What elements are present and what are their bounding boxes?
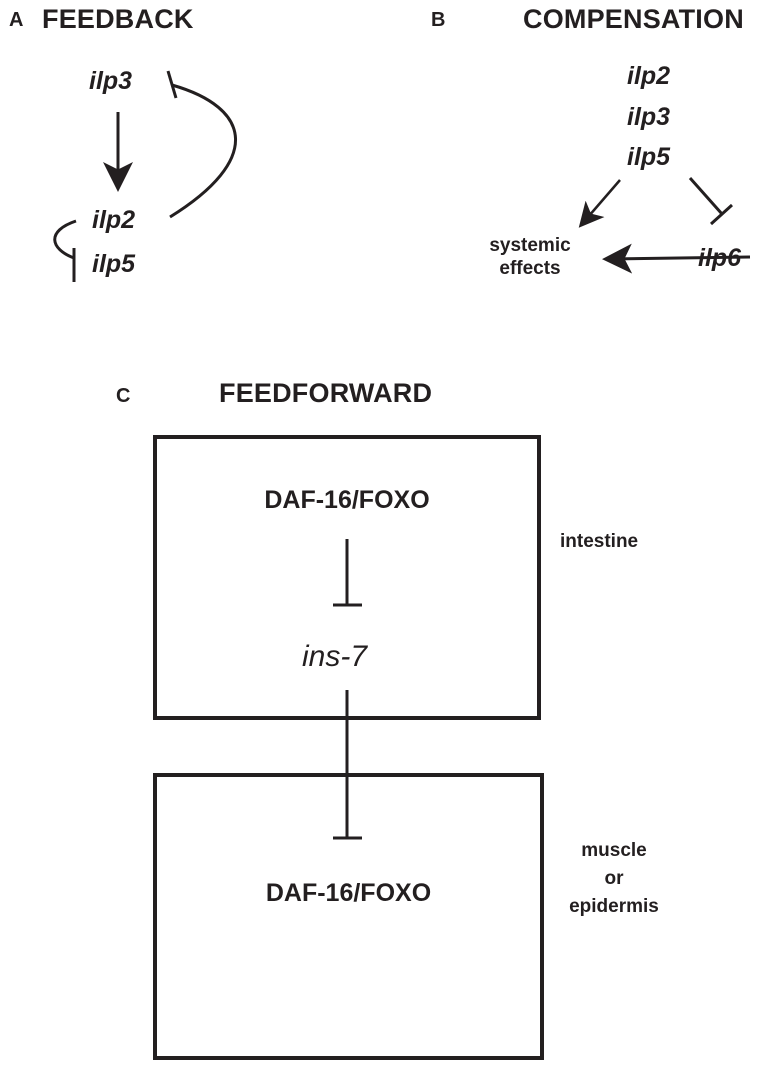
gene-ilp2: ilp2 (627, 62, 671, 90)
arrow-ilp6-to-systemic-effects (602, 243, 751, 274)
tissue-muscle-or-epidermis: muscle or epidermis (566, 841, 662, 916)
gene-ilp3: ilp3 (627, 103, 671, 131)
inhibition-ilp2-to-ilp3 (169, 83, 237, 219)
daf16-foxo-intestine: DAF-16/FOXO (264, 486, 430, 514)
tissue-intestine: intestine (560, 531, 639, 552)
gene-ilp3: ilp3 (89, 67, 133, 95)
inhibition-bar-ilp3 (166, 70, 178, 99)
inhibition-bar-ilp6 (709, 203, 734, 226)
tissue-or: or (604, 868, 624, 889)
inhibition-ilp2-to-ilp5 (53, 219, 77, 260)
panel-a-title: FEEDBACK (42, 4, 194, 34)
inhibition-ilps-to-ilp6 (688, 177, 724, 215)
panel-c-title: FEEDFORWARD (219, 378, 433, 408)
systemic-effects-label: systemic effects (474, 236, 586, 278)
gene-ilp5: ilp5 (627, 143, 671, 171)
tissue-epidermis: epidermis (569, 896, 659, 917)
panel-b-letter: B (431, 9, 446, 31)
daf16-foxo-muscle-epidermis: DAF-16/FOXO (265, 879, 432, 907)
gene-ins7: ins-7 (302, 640, 368, 673)
arrow-ilps-to-systemic-effects (578, 179, 621, 228)
panel-c-letter: C (116, 385, 131, 407)
gene-ilp2: ilp2 (92, 206, 136, 234)
tissue-muscle: muscle (581, 840, 647, 861)
panel-a-letter: A (9, 9, 24, 31)
gene-ilp6: ilp6 (698, 244, 742, 272)
systemic-effects-line-2: effects (499, 258, 561, 279)
gene-ilp5: ilp5 (92, 250, 136, 278)
panel-b-title: COMPENSATION (523, 4, 744, 34)
systemic-effects-line-1: systemic (489, 235, 571, 256)
